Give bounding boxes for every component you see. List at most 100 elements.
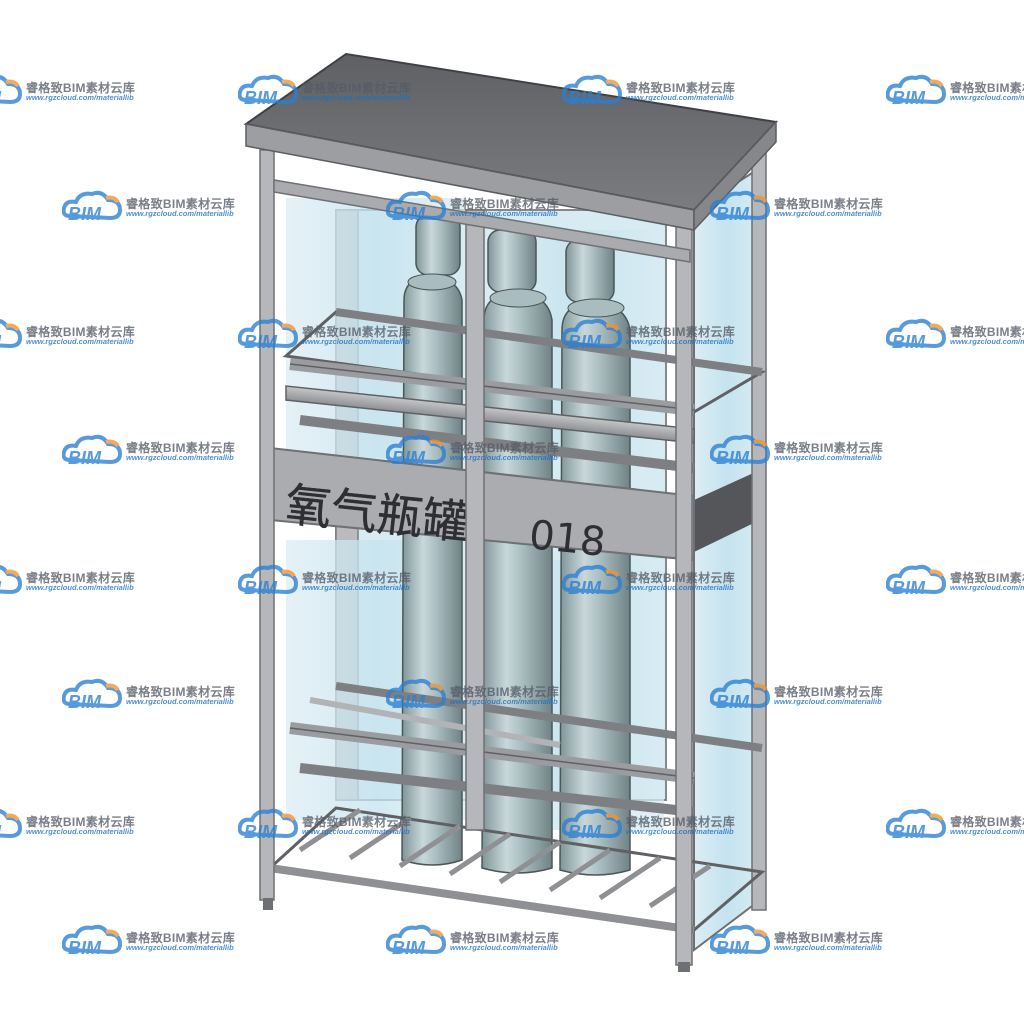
watermark-url: www.rgzcloud.com/materiallib: [950, 337, 1024, 346]
watermark-brand: 睿格致BIM素材云库: [26, 81, 135, 95]
watermark: BIM 睿格致BIM素材云库 www.rgzcloud.com/material…: [710, 922, 883, 962]
watermark-url: www.rgzcloud.com/materiallib: [450, 209, 558, 218]
cloud-logo-icon: BIM: [0, 75, 23, 108]
watermark-brand: 睿格致BIM素材云库: [302, 81, 411, 95]
watermark-url: www.rgzcloud.com/materiallib: [450, 943, 558, 952]
cloud-logo-icon: BIM: [886, 564, 947, 598]
watermark-brand: 睿格致BIM素材云库: [126, 197, 235, 211]
watermark-url: www.rgzcloud.com/materiallib: [126, 697, 234, 706]
watermark-url: www.rgzcloud.com/materiallib: [450, 453, 558, 462]
watermark-url: www.rgzcloud.com/materiallib: [450, 697, 558, 706]
watermark: BIM 睿格致BIM素材云库 www.rgzcloud.com/material…: [562, 562, 735, 602]
gas-cylinders: [401, 214, 631, 876]
watermark: BIM 睿格致BIM素材云库 www.rgzcloud.com/material…: [62, 676, 235, 716]
watermark: BIM 睿格致BIM素材云库 www.rgzcloud.com/material…: [562, 316, 735, 356]
watermark: BIM 睿格致BIM素材云库 www.rgzcloud.com/material…: [62, 188, 235, 228]
watermark: BIM 睿格致BIM素材云库 www.rgzcloud.com/material…: [386, 188, 559, 228]
svg-text:BIM: BIM: [568, 578, 602, 598]
bottom-grate: [266, 806, 766, 934]
watermark: BIM 睿格致BIM素材云库 www.rgzcloud.com/material…: [0, 562, 135, 602]
cylinder-right: [559, 239, 631, 876]
watermark: BIM 睿格致BIM素材云库 www.rgzcloud.com/material…: [886, 806, 1024, 846]
watermark-brand: 睿格致BIM素材云库: [626, 325, 735, 339]
watermark-brand: 睿格致BIM素材云库: [950, 815, 1024, 829]
watermark: BIM 睿格致BIM素材云库 www.rgzcloud.com/material…: [62, 922, 235, 962]
svg-text:BIM: BIM: [716, 692, 750, 712]
svg-text:BIM: BIM: [392, 692, 426, 712]
watermark-url: www.rgzcloud.com/materiallib: [126, 209, 234, 218]
cloud-logo-icon: BIM: [386, 190, 447, 224]
watermark: BIM 睿格致BIM素材云库 www.rgzcloud.com/material…: [62, 432, 235, 472]
watermark: BIM 睿格致BIM素材云库 www.rgzcloud.com/material…: [238, 806, 411, 846]
watermark-url: www.rgzcloud.com/materiallib: [626, 93, 734, 102]
cloud-logo-icon: BIM: [710, 190, 771, 224]
watermark-url: www.rgzcloud.com/materiallib: [26, 583, 134, 592]
watermark: BIM 睿格致BIM素材云库 www.rgzcloud.com/material…: [886, 562, 1024, 602]
upper-rack: [282, 308, 767, 473]
watermark: BIM 睿格致BIM素材云库 www.rgzcloud.com/material…: [710, 188, 883, 228]
watermark-url: www.rgzcloud.com/materiallib: [626, 827, 734, 836]
watermark-url: www.rgzcloud.com/materiallib: [302, 337, 410, 346]
cloud-logo-icon: BIM: [562, 74, 623, 108]
watermark-url: www.rgzcloud.com/materiallib: [302, 827, 410, 836]
watermark: BIM 睿格致BIM素材云库 www.rgzcloud.com/material…: [0, 72, 135, 112]
cloud-logo-icon: BIM: [386, 678, 447, 712]
watermark: BIM 睿格致BIM素材云库 www.rgzcloud.com/material…: [386, 432, 559, 472]
watermark-brand: 睿格致BIM素材云库: [450, 685, 559, 699]
watermark-brand: 睿格致BIM素材云库: [626, 81, 735, 95]
cloud-logo-icon: BIM: [886, 74, 947, 108]
watermark-url: www.rgzcloud.com/materiallib: [774, 453, 882, 462]
cloud-logo-icon: BIM: [562, 808, 623, 842]
cloud-logo-icon: BIM: [710, 434, 771, 468]
svg-text:BIM: BIM: [0, 88, 2, 108]
svg-text:BIM: BIM: [68, 204, 102, 224]
watermark-brand: 睿格致BIM素材云库: [302, 571, 411, 585]
watermark: BIM 睿格致BIM素材云库 www.rgzcloud.com/material…: [886, 72, 1024, 112]
cloud-logo-icon: BIM: [562, 564, 623, 598]
cloud-logo-icon: BIM: [710, 678, 771, 712]
svg-text:BIM: BIM: [392, 448, 426, 468]
front-frame: [259, 149, 693, 972]
svg-text:BIM: BIM: [244, 578, 278, 598]
watermark-brand: 睿格致BIM素材云库: [26, 571, 135, 585]
svg-text:BIM: BIM: [244, 822, 278, 842]
watermark-url: www.rgzcloud.com/materiallib: [626, 337, 734, 346]
watermark: BIM 睿格致BIM素材云库 www.rgzcloud.com/material…: [238, 72, 411, 112]
watermark-brand: 睿格致BIM素材云库: [126, 441, 235, 455]
watermark-brand: 睿格致BIM素材云库: [302, 325, 411, 339]
watermark-url: www.rgzcloud.com/materiallib: [950, 827, 1024, 836]
svg-text:BIM: BIM: [892, 578, 926, 598]
watermark-brand: 睿格致BIM素材云库: [126, 931, 235, 945]
watermark-brand: 睿格致BIM素材云库: [302, 815, 411, 829]
cloud-logo-icon: BIM: [62, 678, 123, 712]
watermark: BIM 睿格致BIM素材云库 www.rgzcloud.com/material…: [238, 562, 411, 602]
watermark: BIM 睿格致BIM素材云库 www.rgzcloud.com/material…: [562, 806, 735, 846]
watermark: BIM 睿格致BIM素材云库 www.rgzcloud.com/material…: [710, 432, 883, 472]
svg-text:BIM: BIM: [568, 332, 602, 352]
watermark-brand: 睿格致BIM素材云库: [126, 685, 235, 699]
cloud-logo-icon: BIM: [562, 318, 623, 352]
watermark-url: www.rgzcloud.com/materiallib: [26, 827, 134, 836]
cloud-logo-icon: BIM: [62, 190, 123, 224]
watermark-url: www.rgzcloud.com/materiallib: [302, 93, 410, 102]
svg-text:BIM: BIM: [392, 938, 426, 958]
cloud-logo-icon: BIM: [0, 319, 23, 352]
svg-text:BIM: BIM: [392, 204, 426, 224]
watermark-url: www.rgzcloud.com/materiallib: [774, 697, 882, 706]
svg-text:BIM: BIM: [0, 578, 2, 598]
watermark: BIM 睿格致BIM素材云库 www.rgzcloud.com/material…: [386, 922, 559, 962]
watermark-brand: 睿格致BIM素材云库: [26, 815, 135, 829]
watermark: BIM 睿格致BIM素材云库 www.rgzcloud.com/material…: [238, 316, 411, 356]
watermark-url: www.rgzcloud.com/materiallib: [26, 337, 134, 346]
watermark-brand: 睿格致BIM素材云库: [774, 685, 883, 699]
watermark-brand: 睿格致BIM素材云库: [950, 571, 1024, 585]
svg-text:BIM: BIM: [244, 88, 278, 108]
watermark: BIM 睿格致BIM素材云库 www.rgzcloud.com/material…: [0, 316, 135, 356]
cloud-logo-icon: BIM: [238, 808, 299, 842]
watermark: BIM 睿格致BIM素材云库 www.rgzcloud.com/material…: [710, 676, 883, 716]
watermark-brand: 睿格致BIM素材云库: [450, 931, 559, 945]
cloud-logo-icon: BIM: [62, 924, 123, 958]
watermark-brand: 睿格致BIM素材云库: [950, 81, 1024, 95]
watermark-brand: 睿格致BIM素材云库: [450, 197, 559, 211]
